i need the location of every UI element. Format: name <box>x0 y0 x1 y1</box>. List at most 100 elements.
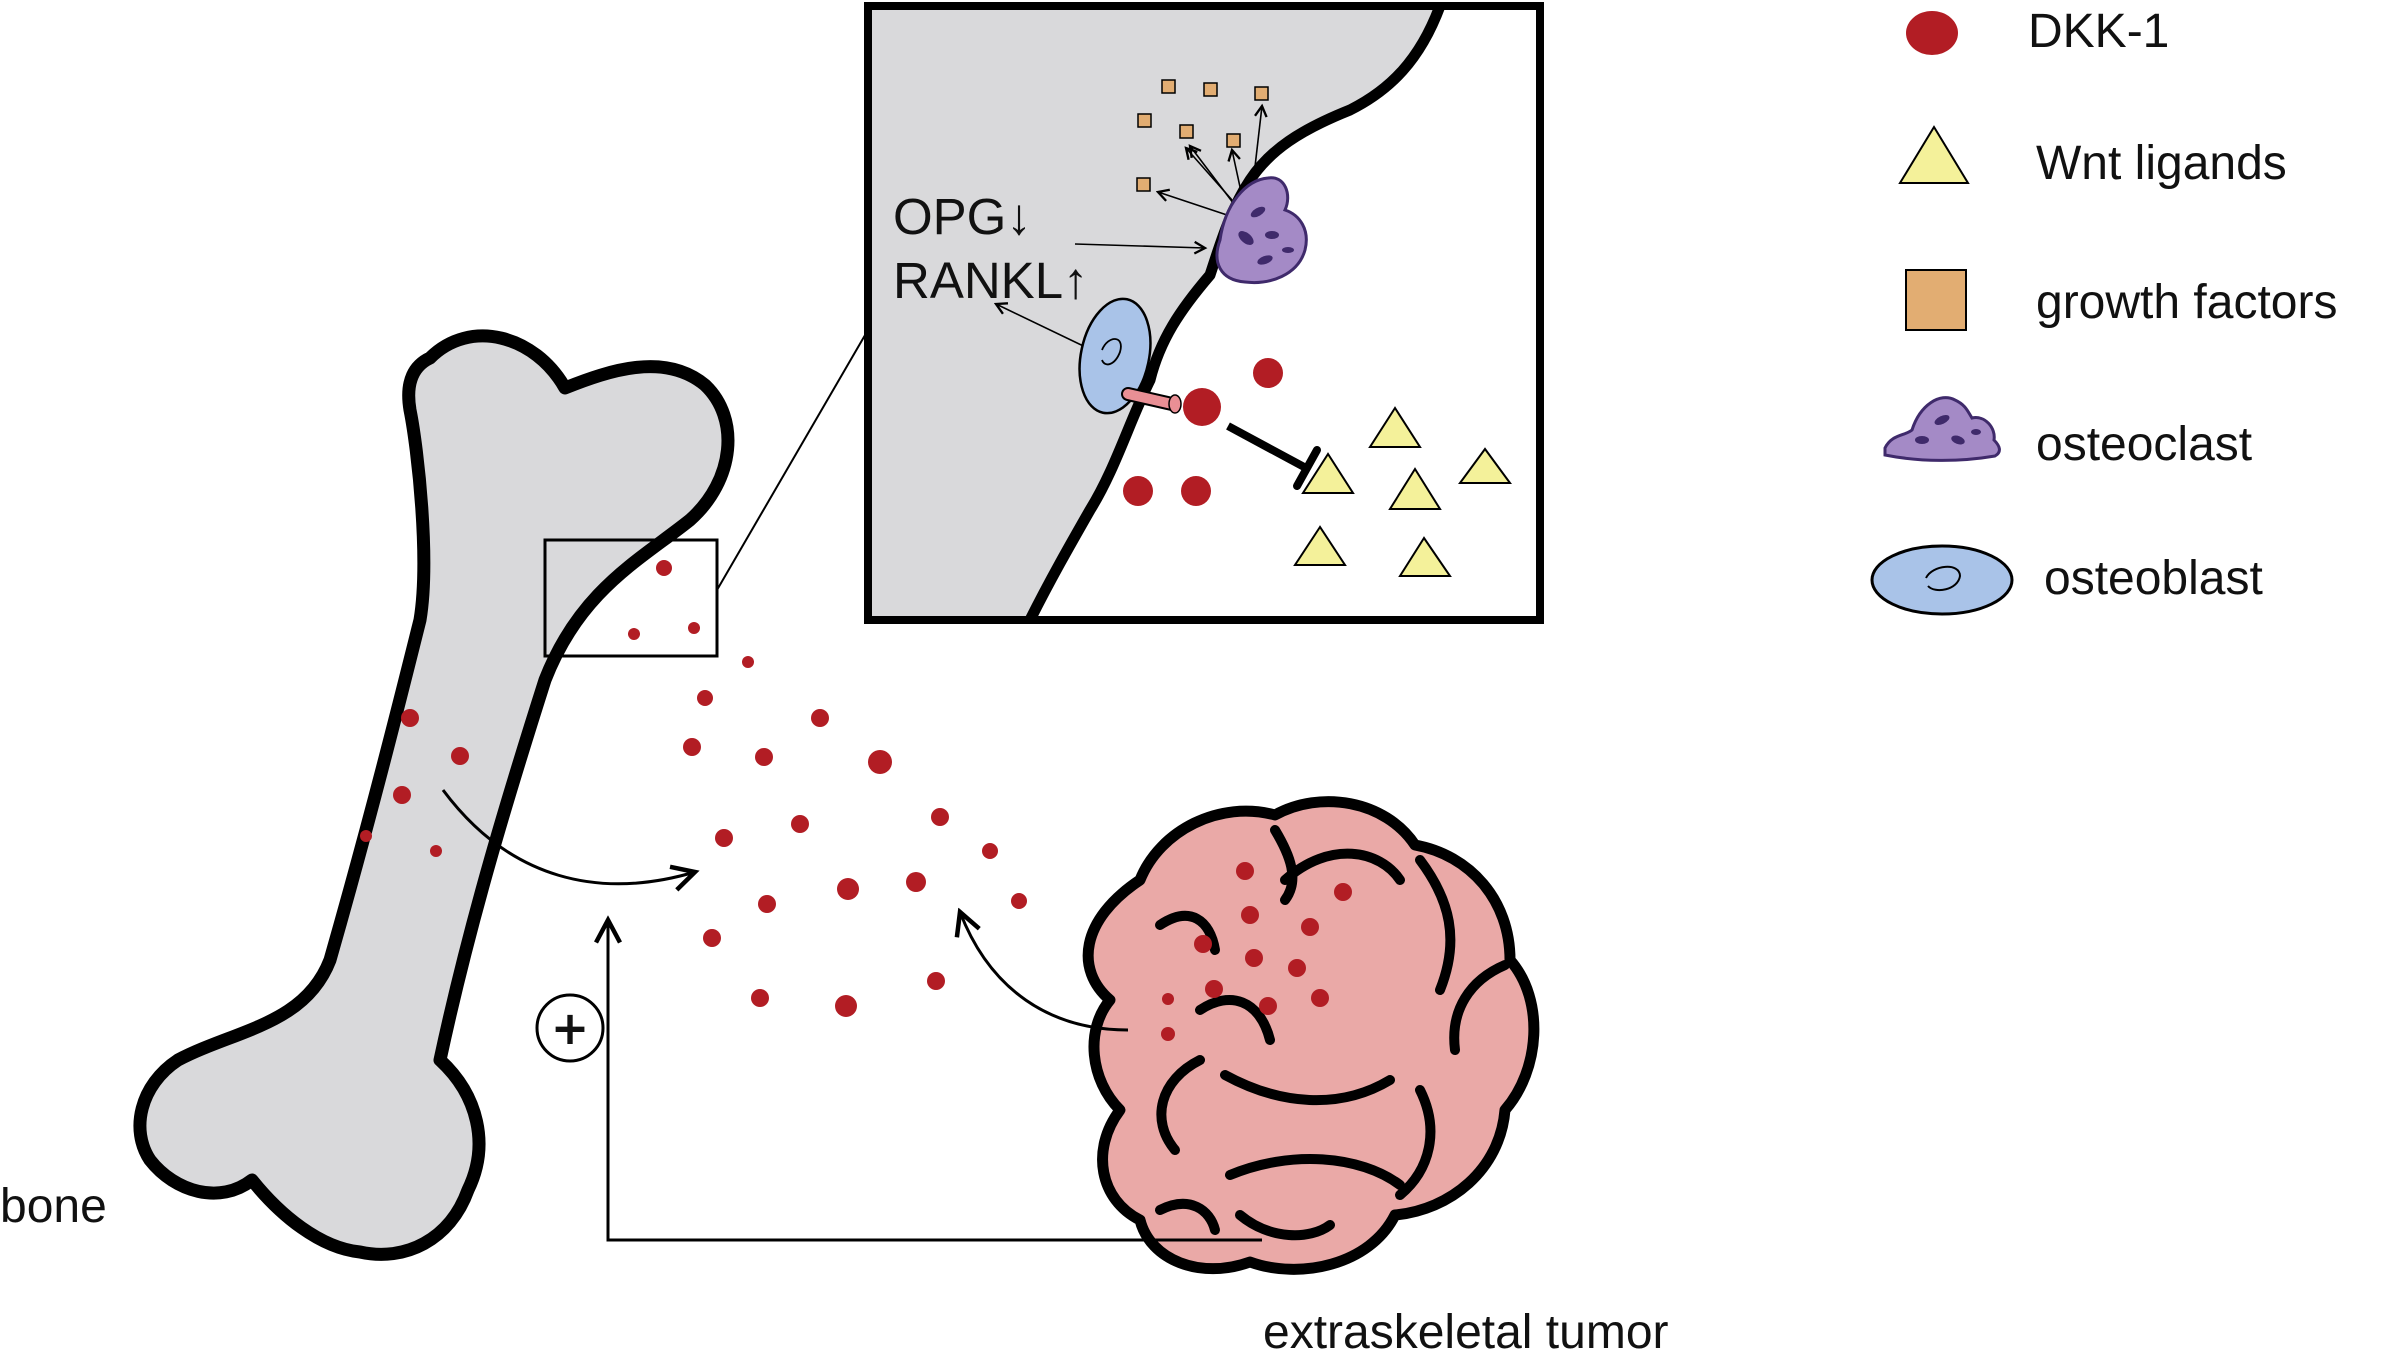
legend-item-growth: growth factors <box>1905 269 2337 331</box>
dkk1-dot <box>906 872 926 892</box>
tumor-fold <box>1220 1070 1395 1106</box>
zoom-connector-line <box>716 329 869 591</box>
dkk1-dot <box>1162 993 1174 1005</box>
dkk1-dot <box>868 750 892 774</box>
wnt-triangle <box>1293 525 1347 566</box>
tumor-fold <box>1155 1199 1220 1235</box>
growth-factor-square <box>1179 124 1194 139</box>
inset-osteoblast <box>1078 297 1152 415</box>
tumor-label: extraskeletal tumor <box>1263 1306 1669 1354</box>
legend-item-osteoclast: osteoclast <box>1883 396 2252 471</box>
dkk1-dot <box>430 845 442 857</box>
inset-frame <box>864 2 1544 624</box>
tumor-fold <box>1449 960 1510 1055</box>
growth-factor-square <box>1203 82 1218 97</box>
osteoblast-body <box>1078 297 1152 415</box>
wnt-triangle <box>1458 447 1512 484</box>
dkk1-dot <box>1183 388 1221 426</box>
dkk1-dot <box>1011 893 1027 909</box>
inset-growth-factors <box>1136 79 1269 192</box>
wnt-triangle <box>1398 536 1452 577</box>
dkk1-dot <box>1241 906 1259 924</box>
dkk1-dot <box>751 989 769 1007</box>
tumor-fold <box>1156 1055 1205 1155</box>
legend-label-wnt: Wnt ligands <box>2036 137 2287 190</box>
legend-item-osteoblast: osteoblast <box>1870 544 2263 616</box>
dkk1-dot <box>837 878 859 900</box>
inset-bone-edge <box>1025 6 1446 620</box>
osteoclast-nucleus <box>1250 206 1266 218</box>
tumor-fold <box>1415 855 1456 995</box>
osteoclast-nucleus <box>1238 231 1254 245</box>
dkk1-dot <box>758 895 776 913</box>
osteoclast-nucleus <box>1282 247 1294 253</box>
wnt-triangle <box>1388 467 1442 510</box>
bone-release-arrow <box>441 789 695 884</box>
rankl-to-osteoclast-arrow <box>1074 244 1205 248</box>
dkk1-dot <box>982 843 998 859</box>
inset-bone-region <box>868 6 1440 620</box>
bone-label: bone <box>0 1180 107 1233</box>
osteoclast-nucleus <box>1265 231 1279 239</box>
wnt-triangle <box>1368 406 1422 448</box>
arrow-line <box>1158 192 1237 219</box>
growth-factor-square <box>1136 177 1151 192</box>
wnt-triangle-icon <box>1898 125 1970 184</box>
dkk1-dot <box>1311 989 1329 1007</box>
lrp-receptor-head <box>1168 394 1182 414</box>
osteoclast-nucleus-icon <box>1971 429 1981 435</box>
dkk1-dot <box>715 829 733 847</box>
dkk1-dot <box>656 560 672 576</box>
dkk1-dot <box>1334 883 1352 901</box>
tumor-fold <box>1395 1085 1436 1200</box>
tumor-body <box>1082 796 1540 1275</box>
dkk1-dot <box>742 656 754 668</box>
rankl-label: RANKL↑ <box>893 252 1089 309</box>
growth-factor-square <box>1137 113 1152 128</box>
legend-label-dkk1: DKK-1 <box>2028 5 2169 58</box>
dkk1-dot <box>931 808 949 826</box>
tumor-release-arrow <box>960 912 1129 1032</box>
arrow-line <box>1186 148 1233 201</box>
dkk1-dot <box>1253 358 1283 388</box>
osteoclast-cell-icon <box>1883 396 2001 462</box>
inhibition-bar <box>1293 446 1321 490</box>
bone-shape <box>133 329 735 1261</box>
tumor-fold <box>1155 910 1220 955</box>
plus-circle <box>535 993 605 1063</box>
opg-label: OPG↓ <box>893 188 1032 245</box>
dkk1-dot <box>1161 1027 1175 1041</box>
zoom-region-box <box>543 538 719 658</box>
tumor-fold <box>1225 1153 1405 1190</box>
dkk1-dot <box>360 830 372 842</box>
osteoclast-nucleus-icon <box>1934 415 1950 425</box>
dkk1-dot <box>1181 476 1211 506</box>
osteoclast-nucleus-icon <box>1915 436 1929 444</box>
dkk1-dot <box>401 709 419 727</box>
osteoclast-nucleus <box>1257 255 1273 265</box>
inset-wnt-ligands <box>1293 406 1512 577</box>
growth-factor-square <box>1254 86 1269 101</box>
dkk1-dot <box>1194 935 1212 953</box>
osteoblast-cell-icon <box>1870 544 2014 616</box>
legend-label-growth: growth factors <box>2036 276 2337 329</box>
tumor-fold <box>1270 825 1298 905</box>
growth-factor-square <box>1161 79 1176 94</box>
tumor-fold <box>1235 1210 1335 1241</box>
dkk1-dot <box>683 738 701 756</box>
dkk1-dot <box>1205 980 1223 998</box>
dkk1-dot <box>703 929 721 947</box>
dkk1-dot <box>628 628 640 640</box>
inset-osteoclast <box>1215 176 1308 285</box>
legend-item-wnt: Wnt ligands <box>1898 125 2287 190</box>
dkk1-dot <box>1301 918 1319 936</box>
tumor-dkk1-dots <box>1161 862 1352 1041</box>
legend-item-dkk1: DKK-1 <box>1906 5 2169 58</box>
dkk1-dot-icon <box>1906 11 1958 55</box>
growth-factor-square-icon <box>1905 269 1967 331</box>
dkk1-dot <box>451 747 469 765</box>
dkk1-dot <box>1259 997 1277 1015</box>
arrow-line <box>1190 146 1241 213</box>
